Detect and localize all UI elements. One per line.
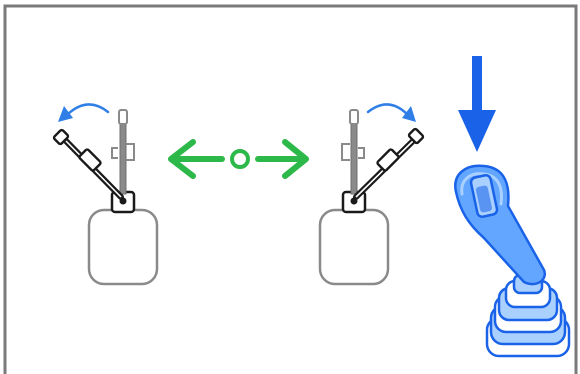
lever-tilted-left-icon xyxy=(52,103,159,286)
lever-clip-dark-right xyxy=(376,148,400,172)
lever-shaft-gray-left xyxy=(119,121,127,195)
lever-tilted-right-icon xyxy=(318,103,425,286)
lever-tip-dark-left xyxy=(52,128,70,146)
push-arrow-shaft xyxy=(472,56,482,120)
curved-arrow-left-icon xyxy=(66,103,110,116)
lever-base-right xyxy=(318,208,390,286)
bidirectional-arrow-icon xyxy=(168,139,309,179)
direction-head-right xyxy=(282,139,309,179)
curved-arrow-right-head xyxy=(402,106,416,122)
down-arrow-icon xyxy=(458,56,496,152)
lever-clip-gray-left xyxy=(111,143,135,161)
lever-neutral-right xyxy=(341,109,365,195)
lever-clip-dark-left xyxy=(78,148,102,172)
lever-tilted-shaft-right xyxy=(353,127,425,200)
lever-tilted-shaft-left xyxy=(52,128,124,200)
lever-tip-gray-right xyxy=(349,109,359,125)
joystick-top-button-inner xyxy=(475,185,493,213)
lever-tip-gray-left xyxy=(118,109,128,125)
curved-arrow-right-icon xyxy=(366,103,409,116)
frame-border xyxy=(3,4,578,374)
lever-shaft-gray-right xyxy=(350,121,358,195)
joystick-icon xyxy=(454,164,571,358)
lever-neutral-left xyxy=(111,109,135,195)
lever-clip-gray-right xyxy=(341,143,365,161)
lever-base-left xyxy=(87,208,159,286)
curved-arrow-left-head xyxy=(58,106,73,122)
lever-tip-dark-right xyxy=(407,127,425,145)
neutral-point xyxy=(230,149,250,169)
push-arrow-head xyxy=(458,110,496,152)
joystick-handle-highlight xyxy=(460,172,503,206)
direction-head-left xyxy=(168,139,196,179)
